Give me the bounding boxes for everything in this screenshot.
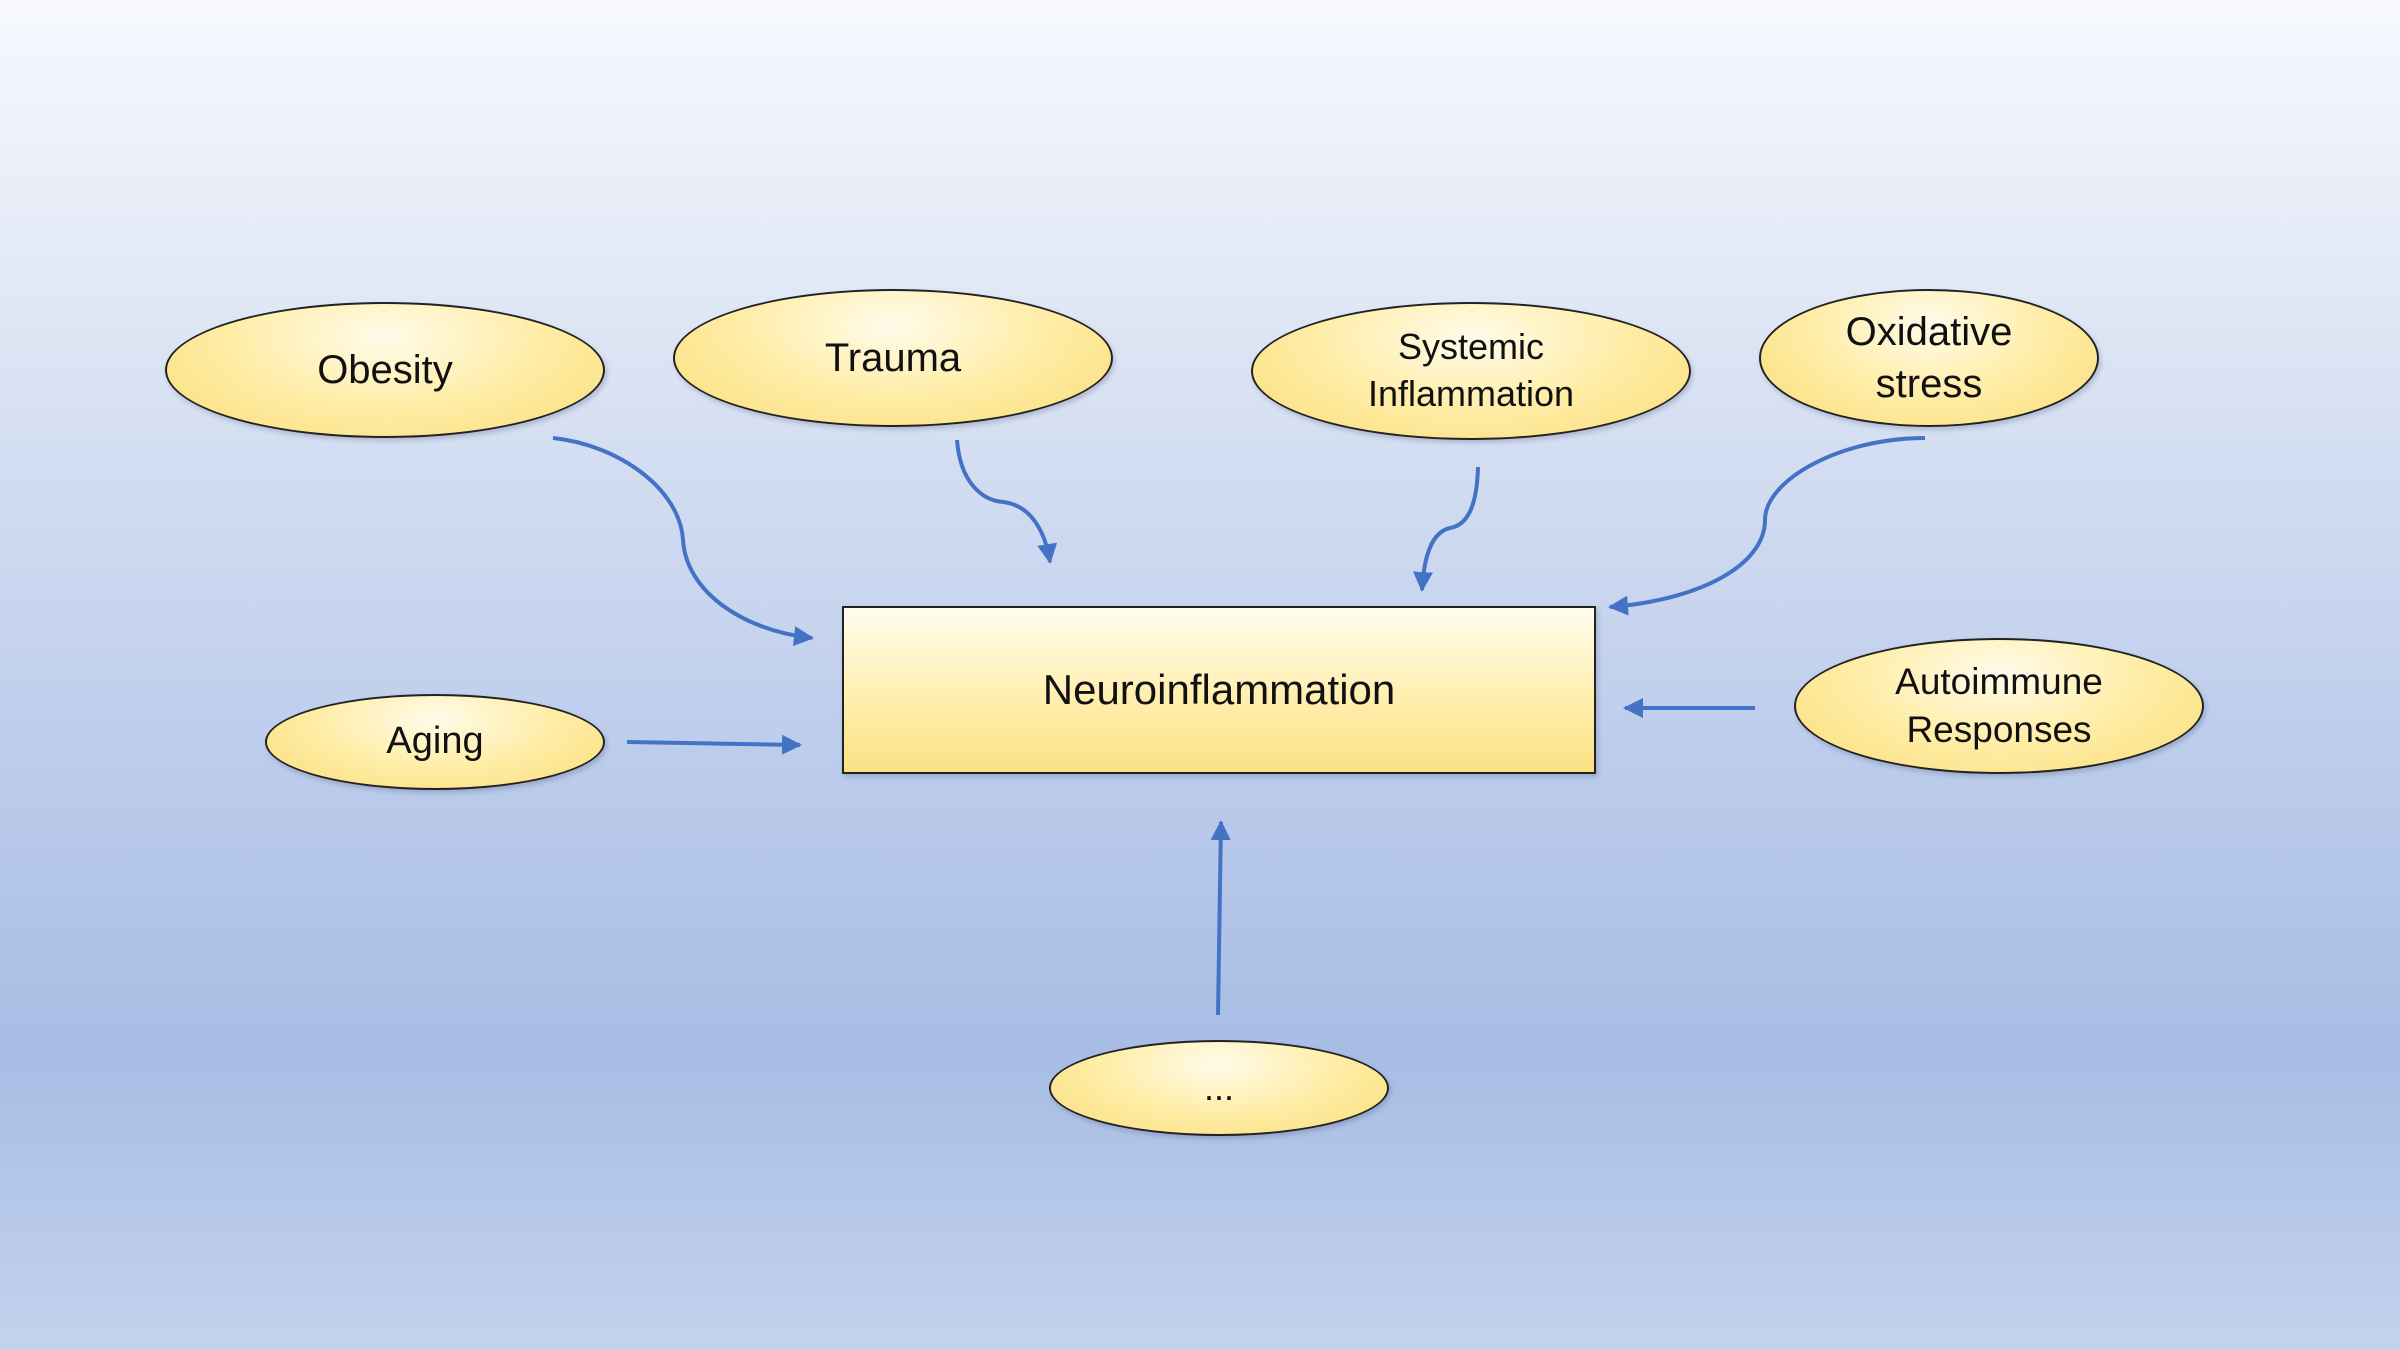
factor-autoimmune-responses: Autoimmune Responses (1794, 638, 2204, 774)
factor-obesity: Obesity (165, 302, 605, 438)
arrow-obesity (552, 436, 814, 646)
factor-label: Oxidative stress (1845, 310, 2013, 406)
center-label: Neuroinflammation (1042, 666, 1396, 713)
factor-label: Obesity (317, 348, 453, 392)
arrow-trauma (955, 439, 1058, 564)
factor-label: Systemic Inflammation (1367, 326, 1575, 414)
factor-systemic-inflammation: Systemic Inflammation (1251, 302, 1691, 440)
factor-label: Trauma (824, 336, 962, 380)
arrow-oxidative-stress (1608, 436, 1926, 616)
factor-trauma: Trauma (673, 289, 1113, 427)
arrow-other (1210, 820, 1231, 1016)
factor-label: Autoimmune Responses (1895, 660, 2103, 750)
neuroinflammation-box: Neuroinflammation (842, 606, 1596, 774)
factor-other: ... (1049, 1040, 1389, 1136)
factor-aging: Aging (265, 694, 605, 790)
factor-label: Aging (386, 720, 484, 763)
factor-oxidative-stress: Oxidative stress (1759, 289, 2099, 427)
factor-label: ... (1203, 1066, 1234, 1108)
arrow-aging (626, 734, 802, 755)
arrow-systemic-inflammation (1413, 466, 1480, 592)
